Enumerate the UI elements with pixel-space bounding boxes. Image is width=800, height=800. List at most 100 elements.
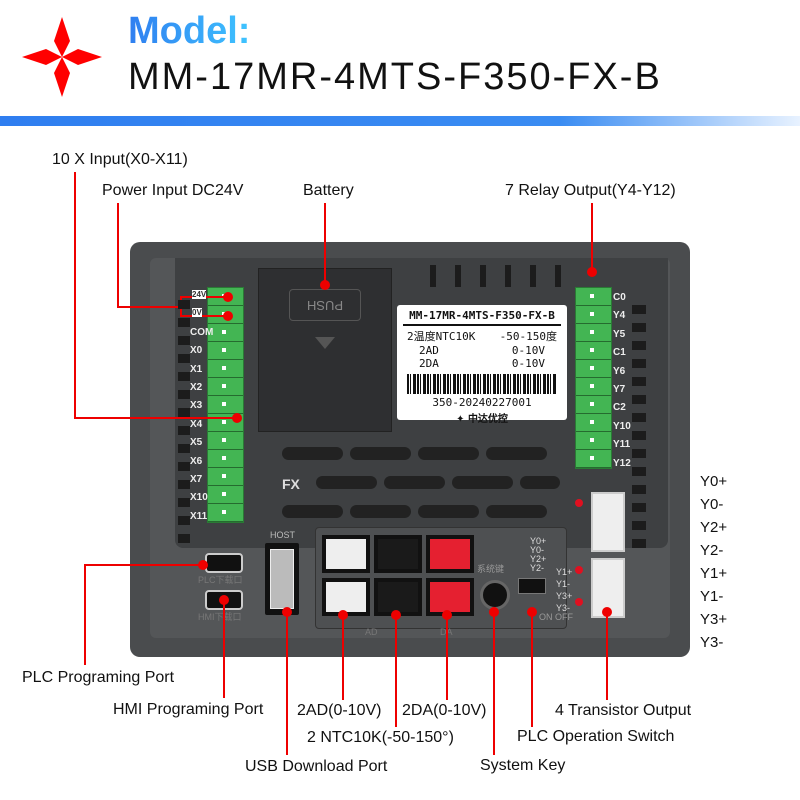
terminal-screw[interactable] [208,468,243,486]
terminal-label: X10 [190,492,208,504]
battery-cover: PUSH [258,268,392,432]
spec-value: 0-10V [511,344,545,357]
terminal-label: Y6 [613,365,626,377]
callout-usb: USB Download Port [245,758,388,775]
da-connector-1[interactable] [426,535,474,573]
output-terminal-block [575,287,612,469]
side-vent [178,408,190,417]
terminal-screw[interactable] [576,360,611,378]
small-output-label: Y3+ [556,591,573,601]
terminal-label: X5 [190,437,203,449]
usb-host-port[interactable] [265,543,299,615]
side-vent [632,467,646,476]
vent-slot [418,447,479,460]
terminal-label: X2 [190,382,203,393]
small-output-label: Y3- [556,603,571,613]
ntc-connector-2[interactable] [322,578,370,616]
output-label: Y2- [700,542,724,559]
callout-plc-port: PLC Programing Port [22,669,175,686]
side-vent [632,431,646,440]
side-vent [632,539,646,548]
terminal-screw[interactable] [576,342,611,360]
terminal-screw[interactable] [576,288,611,306]
output-label: Y3+ [700,611,728,628]
small-output-label: Y1- [556,579,571,589]
vent-slot [350,447,411,460]
side-vent [632,359,646,368]
side-vent [178,372,190,381]
terminal-screw[interactable] [208,486,243,504]
plc-port-label: PLC下载口 [198,575,243,585]
terminal-label: X1 [190,363,203,375]
terminal-screw[interactable] [576,324,611,342]
product-label: MM-17MR-4MTS-F350-FX-B 2温度NTC10K-50-150度… [397,305,567,425]
callout-ad: 2AD(0-10V) [297,702,382,719]
terminal-label: X0 [190,345,203,357]
callout-relay: 7 Relay Output(Y4-Y12) [505,182,676,199]
status-led [575,499,583,507]
terminal-screw[interactable] [208,360,243,378]
callout-transistor: 4 Transistor Output [555,702,692,719]
top-vent [555,265,561,287]
terminal-screw[interactable] [208,432,243,450]
label-spec-row: 2温度NTC10K-50-150度 [407,328,557,344]
terminal-label: C1 [613,347,626,359]
small-output-label: Y1+ [556,567,573,577]
system-key-label: 系统键 [477,564,505,574]
vent-slot [316,476,377,489]
terminal-label: 24V [192,290,207,299]
side-vent [632,341,646,350]
terminal-screw[interactable] [208,504,243,522]
terminal-label: Y7 [613,384,626,395]
vent-slot [350,505,411,518]
callout-switch: PLC Operation Switch [517,728,675,745]
small-output-label: Y2+ [530,554,547,564]
vent-slot [282,447,343,460]
terminal-screw[interactable] [208,324,243,342]
label-model: MM-17MR-4MTS-F350-FX-B [403,309,561,326]
terminal-screw[interactable] [208,396,243,414]
side-vent [178,354,190,363]
side-vent [632,413,646,422]
terminal-screw[interactable] [576,432,611,450]
terminal-screw[interactable] [576,306,611,324]
side-vent [632,395,646,404]
terminal-label: X7 [190,474,203,485]
side-vent [632,485,646,494]
transistor-connector-2[interactable] [591,558,625,618]
side-vent [632,305,646,314]
run-stop-switch[interactable] [518,578,546,594]
status-led [575,598,583,606]
fx-mark: FX [282,476,300,492]
model-name: MM-17MR-4MTS-F350-FX-B [128,56,662,98]
small-output-label: Y0- [530,545,545,555]
terminal-screw[interactable] [208,342,243,360]
ntc-connector-1[interactable] [322,535,370,573]
terminal-screw[interactable] [208,378,243,396]
terminal-screw[interactable] [208,450,243,468]
terminal-screw[interactable] [576,396,611,414]
transistor-connector-1[interactable] [591,492,625,552]
vent-slot [486,447,547,460]
output-label: Y2+ [700,519,728,536]
terminal-screw[interactable] [576,414,611,432]
side-vent [178,318,190,327]
system-key-button[interactable] [480,580,510,610]
side-vent [178,516,190,525]
side-vent [178,498,190,507]
terminal-screw[interactable] [576,450,611,468]
terminal-screw[interactable] [576,378,611,396]
terminal-label: Y5 [613,328,626,340]
top-vent [430,265,436,287]
on-off-label: ON OFF [539,612,573,622]
side-vent [178,426,190,435]
header-divider [0,116,800,126]
arrow-down-icon [315,337,335,349]
side-vent [632,377,646,386]
side-vent [178,480,190,489]
terminal-label: Y4 [613,310,626,322]
ad-connector-1[interactable] [374,535,422,573]
